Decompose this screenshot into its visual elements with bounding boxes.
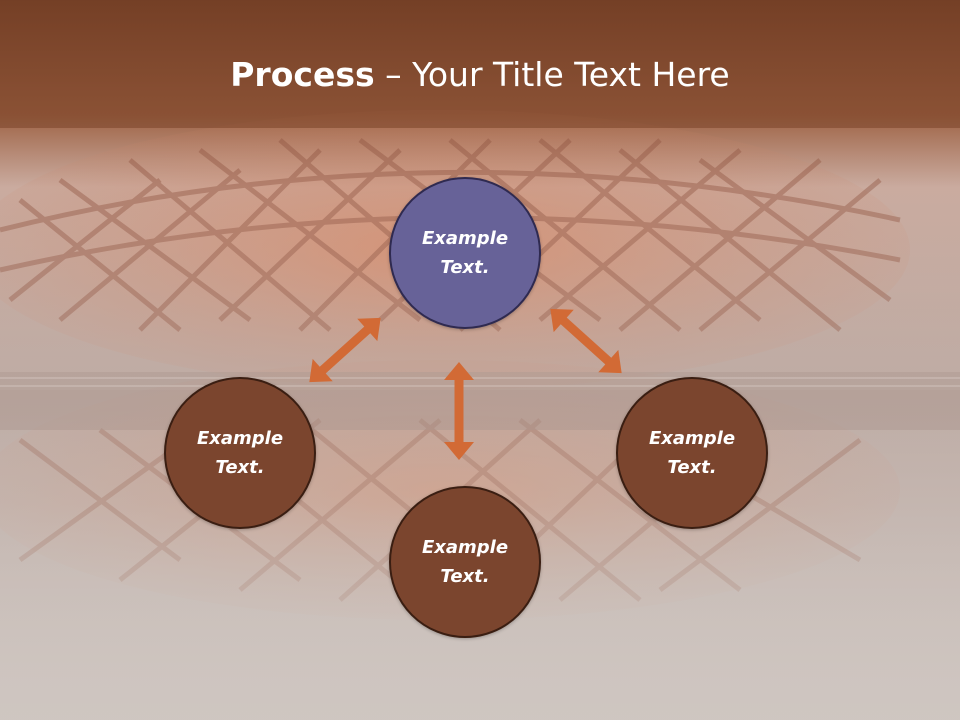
title-separator: –: [374, 55, 413, 94]
title-bold: Process: [230, 55, 375, 94]
node-right-line2: Text.: [667, 457, 717, 478]
title-rest: Your Title Text Here: [412, 55, 730, 94]
node-top-line1: Example: [421, 228, 509, 249]
process-node-left[interactable]: Example Text.: [164, 377, 316, 529]
node-top-line2: Text.: [440, 257, 490, 278]
double-arrow-top-right: [550, 308, 622, 374]
node-bottom-line2: Text.: [440, 566, 490, 587]
process-node-right[interactable]: Example Text.: [616, 377, 768, 529]
double-arrow-top-left: [309, 317, 381, 383]
node-left-line1: Example: [196, 428, 284, 449]
process-node-bottom[interactable]: Example Text.: [389, 486, 541, 638]
node-right-line1: Example: [648, 428, 736, 449]
double-arrow-vertical: [444, 362, 474, 460]
node-bottom-line1: Example: [421, 537, 509, 558]
process-node-top[interactable]: Example Text.: [389, 177, 541, 329]
slide-title: Process – Your Title Text Here: [0, 52, 960, 98]
node-left-line2: Text.: [215, 457, 265, 478]
